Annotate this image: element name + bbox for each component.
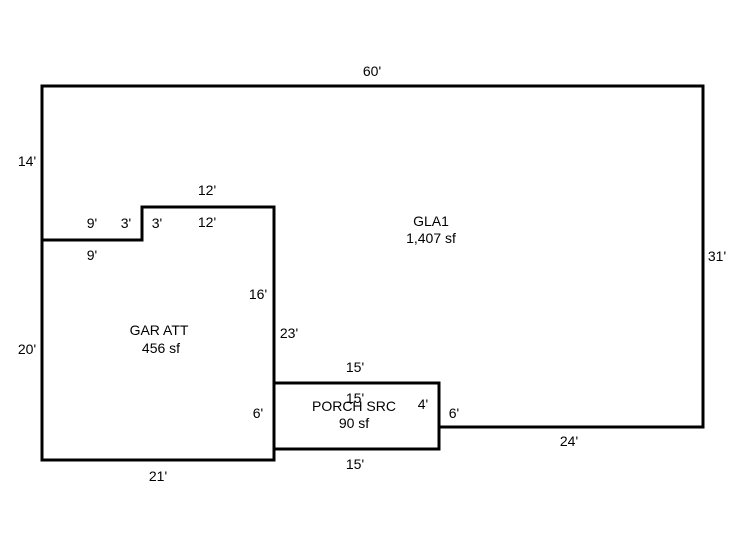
dim-garage-bottom: 21' [149, 468, 167, 484]
dim-garage-top-outer: 12' [198, 182, 216, 198]
dim-garage-top-inner: 12' [198, 214, 216, 230]
dim-left-upper: 14' [18, 153, 36, 169]
dim-step-inner-3: 3' [152, 215, 162, 231]
porch-area: 90 sf [339, 415, 369, 431]
dim-porch-top-outer: 15' [346, 359, 364, 375]
gla1-outline [40, 84, 705, 429]
dim-garage-right-6: 6' [253, 405, 263, 421]
dim-left-lower: 20' [18, 341, 36, 357]
dim-top: 60' [363, 63, 381, 79]
dim-porch-top-inner: 15' [346, 390, 364, 406]
porch-outline [272, 381, 441, 451]
garage-label: GAR ATT [130, 322, 189, 338]
dim-garage-right-23: 23' [280, 325, 298, 341]
dim-step-outer-3: 3' [121, 215, 131, 231]
dim-step-inner-9: 9' [87, 247, 97, 263]
gla1-label: GLA1 [413, 213, 449, 229]
dim-right: 31' [708, 248, 726, 264]
porch-label: PORCH SRC [312, 398, 396, 414]
dim-garage-right-16: 16' [249, 286, 267, 302]
dim-porch-bottom: 15' [346, 456, 364, 472]
garage-outline [40, 205, 276, 462]
dim-step-outer-9: 9' [87, 215, 97, 231]
gla1-area: 1,407 sf [406, 230, 456, 246]
dim-bottom-right: 24' [560, 433, 578, 449]
dim-porch-right-6: 6' [449, 405, 459, 421]
dim-porch-right-4: 4' [418, 396, 428, 412]
garage-area: 456 sf [142, 340, 180, 356]
